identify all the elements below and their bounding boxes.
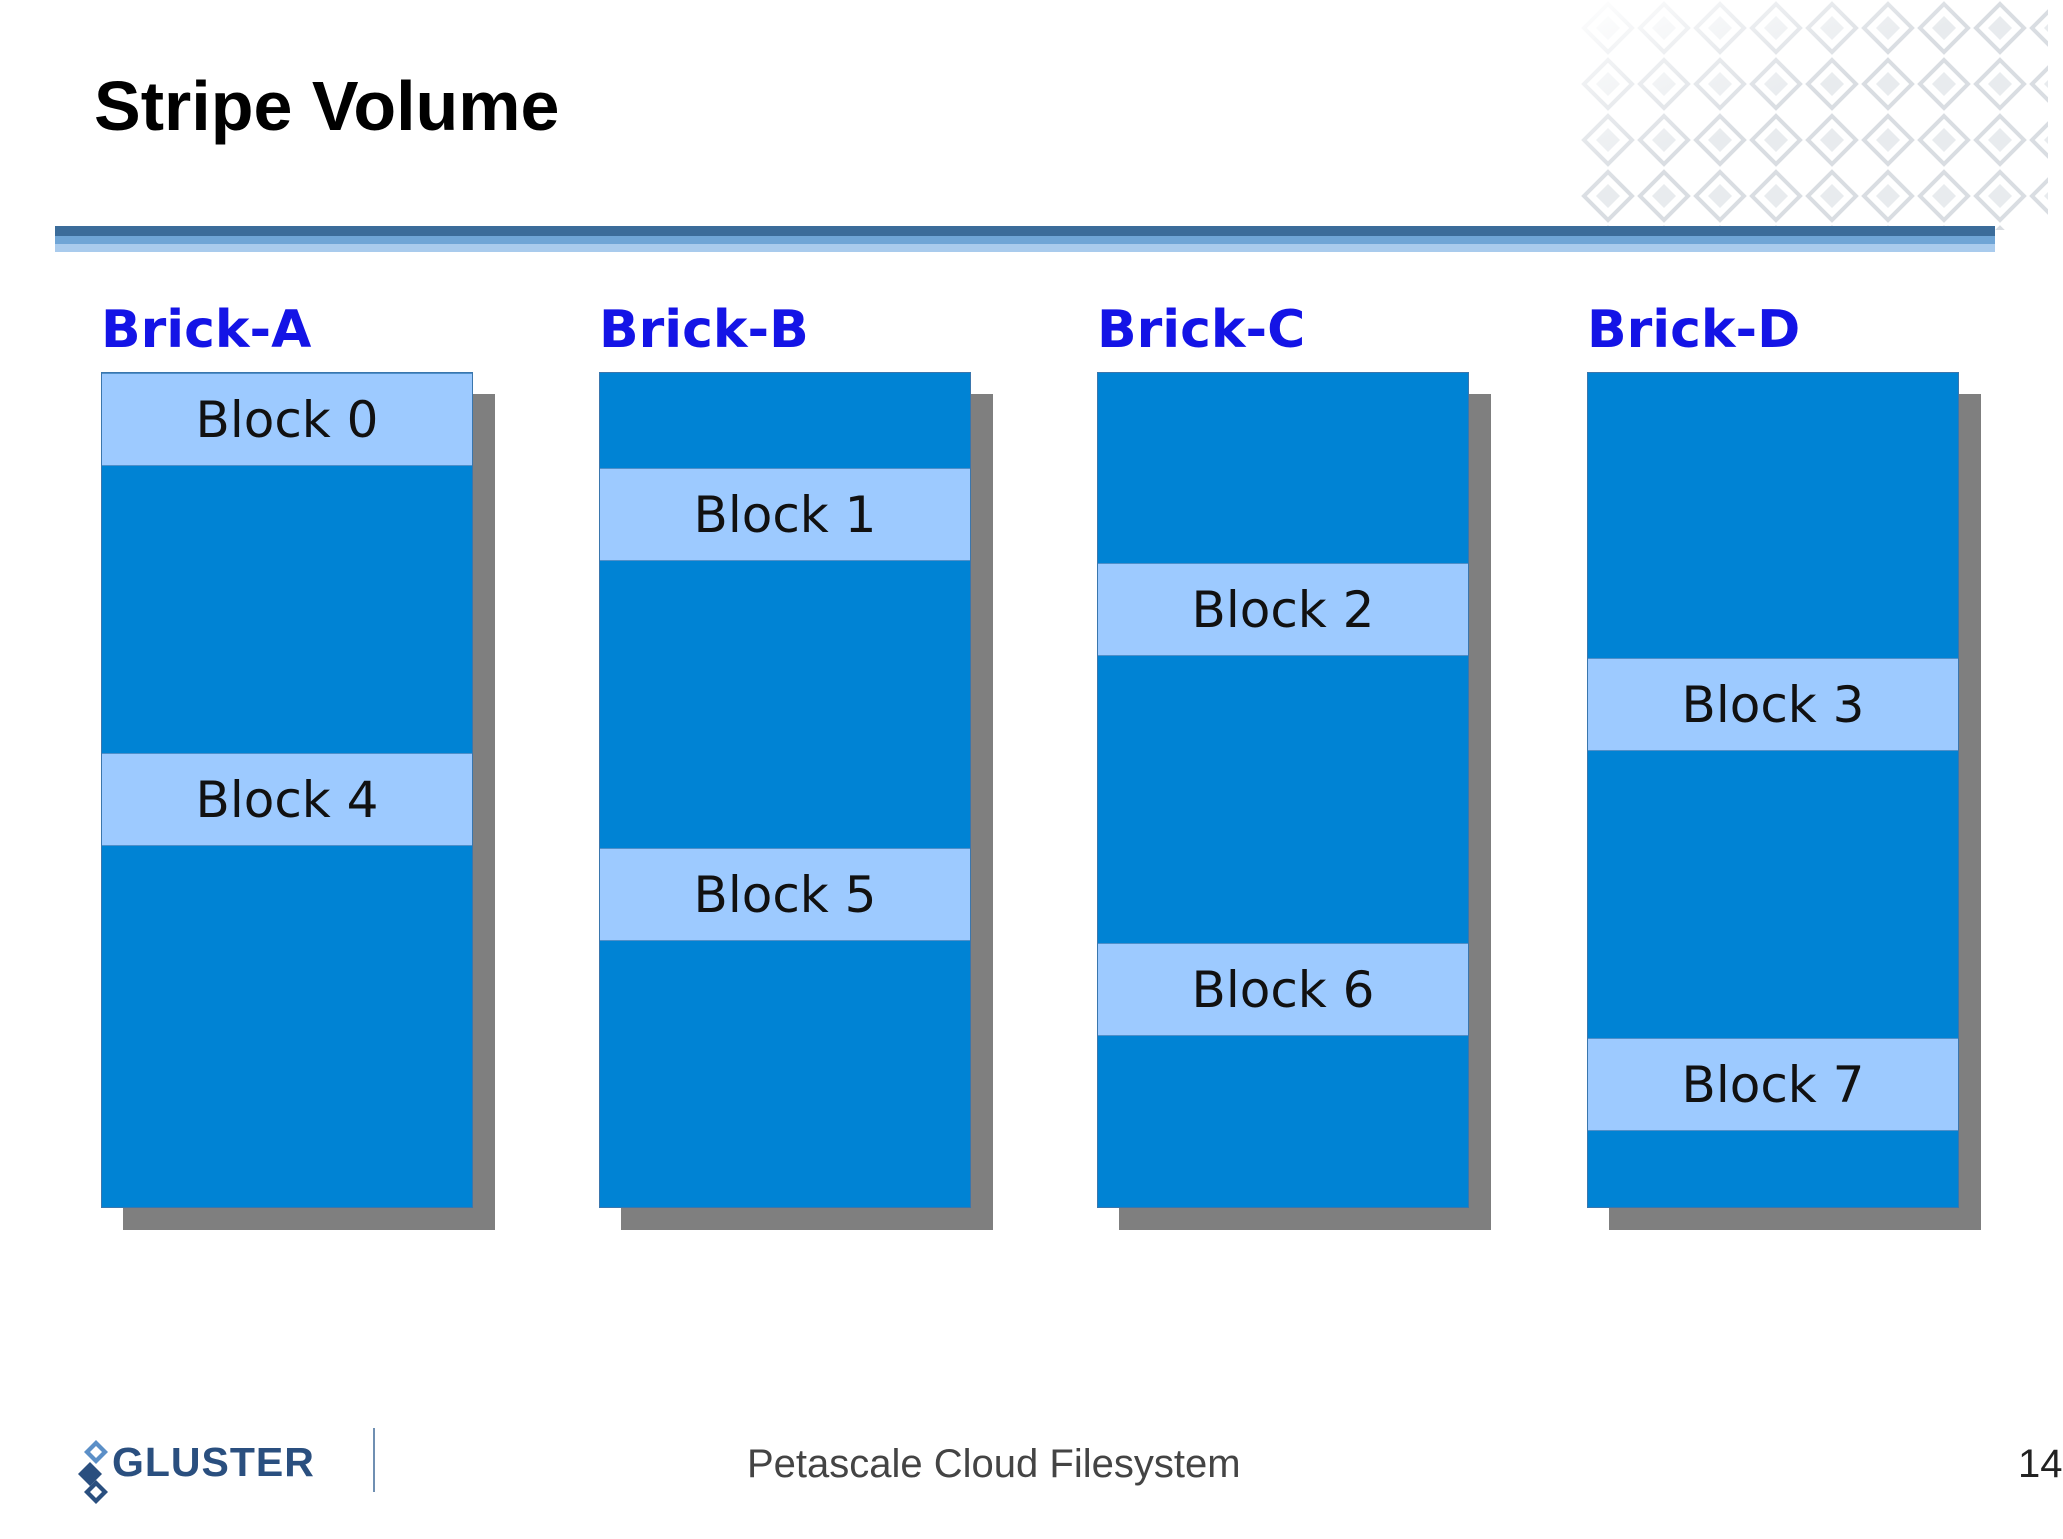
block: Block 7 bbox=[1588, 1038, 1958, 1131]
gluster-logo-icon bbox=[78, 1440, 108, 1504]
gluster-logo-text: GLUSTER bbox=[112, 1439, 315, 1485]
block: Block 0 bbox=[102, 373, 472, 466]
brick: Block 3 Block 7 bbox=[1587, 372, 1959, 1208]
brick: Block 0 Block 4 bbox=[101, 372, 473, 1208]
footer-divider bbox=[373, 1428, 375, 1492]
brick-label: Brick-D bbox=[1587, 300, 1801, 360]
block: Block 6 bbox=[1098, 943, 1468, 1036]
page-number: 14 bbox=[2018, 1442, 2063, 1486]
block: Block 2 bbox=[1098, 563, 1468, 656]
title-rule bbox=[55, 226, 1995, 252]
block: Block 5 bbox=[600, 848, 970, 941]
brick-label: Brick-B bbox=[599, 300, 809, 360]
brick-label: Brick-C bbox=[1097, 300, 1306, 360]
block: Block 1 bbox=[600, 468, 970, 561]
brick: Block 1 Block 5 bbox=[599, 372, 971, 1208]
slide-title: Stripe Volume bbox=[94, 67, 560, 145]
block: Block 4 bbox=[102, 753, 472, 846]
block: Block 3 bbox=[1588, 658, 1958, 751]
footer-text: Petascale Cloud Filesystem bbox=[747, 1442, 1241, 1486]
brick: Block 2 Block 6 bbox=[1097, 372, 1469, 1208]
brick-label: Brick-A bbox=[101, 300, 312, 360]
decorative-pattern bbox=[1580, 0, 2048, 230]
